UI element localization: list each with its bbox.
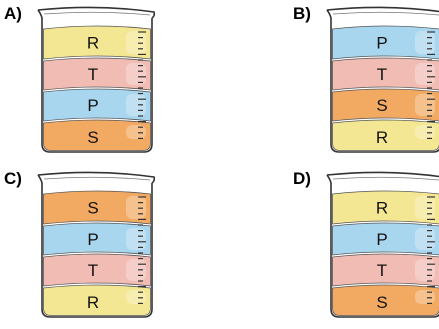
layer-label-p: P bbox=[376, 34, 387, 53]
layer-sheen bbox=[126, 290, 146, 304]
layer-label-t: T bbox=[88, 261, 98, 280]
beaker-outline bbox=[326, 9, 439, 153]
liquid-layer-t bbox=[43, 253, 151, 287]
layer-label-t: T bbox=[377, 261, 387, 280]
layer-sheen bbox=[415, 290, 435, 304]
layer-sheen bbox=[126, 228, 146, 250]
liquid-layer-s bbox=[43, 190, 151, 225]
option-label: D) bbox=[293, 169, 311, 188]
layer-sheen bbox=[126, 196, 146, 219]
layer-sheen bbox=[126, 63, 146, 85]
measurement-scale bbox=[138, 31, 146, 139]
layer-sheen bbox=[126, 31, 146, 54]
beaker-rim-inner bbox=[332, 176, 439, 181]
layer-label-r: R bbox=[87, 34, 99, 53]
measurement-scale bbox=[427, 196, 435, 304]
measurement-scale bbox=[427, 31, 435, 139]
liquid-layer-r bbox=[43, 25, 151, 60]
beaker-rim-inner bbox=[43, 176, 151, 181]
layer-label-p: P bbox=[87, 230, 98, 249]
beaker-outline bbox=[37, 9, 153, 153]
liquid-layer-t bbox=[332, 253, 439, 287]
liquid-layer-s bbox=[43, 119, 151, 151]
liquid-layer-p bbox=[332, 25, 439, 60]
option-label: A) bbox=[4, 4, 22, 23]
liquid-layer-r bbox=[43, 284, 151, 316]
layer-label-r: R bbox=[376, 128, 388, 147]
liquid-layer-s bbox=[332, 88, 439, 122]
layer-label-p: P bbox=[87, 96, 98, 115]
layer-label-s: S bbox=[87, 128, 98, 147]
liquid-layer-t bbox=[332, 57, 439, 91]
beaker-rim bbox=[37, 6, 156, 19]
layer-label-s: S bbox=[87, 199, 98, 218]
layer-label-p: P bbox=[376, 230, 387, 249]
layer-label-t: T bbox=[377, 65, 387, 84]
liquid-layer-p bbox=[43, 222, 151, 256]
liquid-layer-p bbox=[332, 222, 439, 256]
layer-label-t: T bbox=[88, 65, 98, 84]
beaker-rim-inner bbox=[43, 11, 151, 16]
layer-sheen bbox=[415, 31, 435, 54]
beaker-outline bbox=[37, 174, 153, 318]
beaker-rim bbox=[326, 6, 439, 13]
beaker-outline bbox=[326, 174, 439, 318]
liquid-layer-p bbox=[43, 88, 151, 122]
layer-sheen bbox=[415, 196, 435, 219]
layer-label-s: S bbox=[376, 293, 387, 312]
beaker-rim bbox=[326, 171, 439, 178]
layer-label-r: R bbox=[87, 293, 99, 312]
layer-label-s: S bbox=[376, 96, 387, 115]
liquid-layer-r bbox=[332, 119, 439, 151]
layer-sheen bbox=[415, 63, 435, 85]
option-label: C) bbox=[4, 169, 22, 188]
layer-label-r: R bbox=[376, 199, 388, 218]
layer-sheen bbox=[415, 228, 435, 250]
option-label: B) bbox=[293, 4, 311, 23]
layer-sheen bbox=[415, 125, 435, 139]
liquid-layer-r bbox=[332, 190, 439, 225]
beaker-rim bbox=[37, 171, 156, 184]
layer-sheen bbox=[126, 125, 146, 139]
liquid-layer-s bbox=[332, 284, 439, 316]
measurement-scale bbox=[138, 196, 146, 304]
liquid-layer-t bbox=[43, 57, 151, 91]
beaker-rim-inner bbox=[332, 11, 439, 16]
